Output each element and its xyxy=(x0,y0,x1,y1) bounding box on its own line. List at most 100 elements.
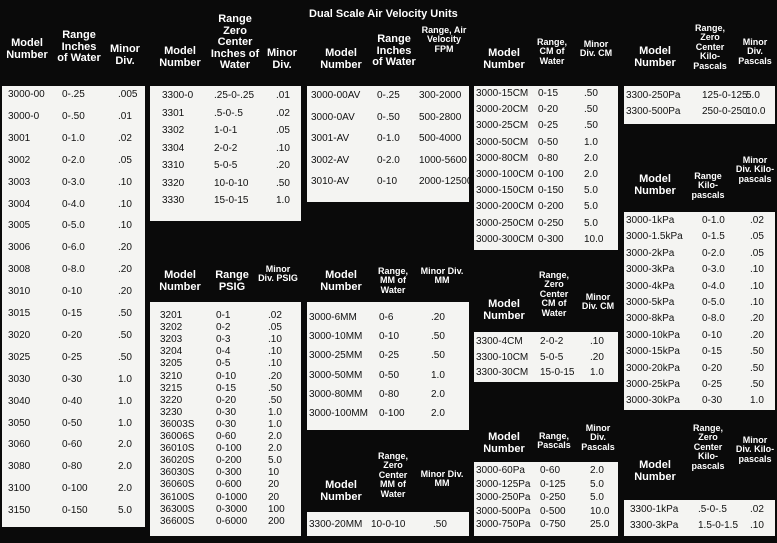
table-cell: 3000-1kPa xyxy=(626,215,675,226)
table-cell: 0-5.0 xyxy=(702,297,725,308)
table-cell: .10 xyxy=(268,358,282,370)
table-cell: 5.0 xyxy=(584,201,598,213)
table-cell: 3000-50MM xyxy=(309,369,363,381)
table-cell: .02 xyxy=(118,132,132,144)
table-cell: 3300-0 xyxy=(162,90,194,101)
table-cell: .5-0-.5 xyxy=(214,107,243,119)
table-cell: 0-300 xyxy=(216,467,242,479)
table-cell: .05 xyxy=(750,247,764,259)
table-header: Model Number Range, Zero Center Kilo-pas… xyxy=(622,414,777,498)
table-cell: .10 xyxy=(750,520,764,531)
column-header: Model Number xyxy=(634,173,676,197)
table-cell: 3025 xyxy=(8,351,31,363)
table-cell: 0-125 xyxy=(540,478,566,490)
column-header: Minor Div. MM xyxy=(420,469,464,489)
table-cell: 0-10 xyxy=(377,176,398,187)
table-cell: 0-1.0 xyxy=(62,132,85,144)
table-cell: 3000-250CM xyxy=(476,217,534,229)
table-cell: 2.0 xyxy=(268,431,282,442)
table-cell: 0-15 xyxy=(216,382,237,394)
table-cell: 0-25 xyxy=(702,379,723,390)
table-cell: 1.0 xyxy=(118,417,132,429)
table-cell: .50 xyxy=(118,351,132,363)
table-cell: 3005 xyxy=(8,220,31,232)
table-cell: 0-150 xyxy=(62,505,88,517)
column-header: Minor Div. CM xyxy=(579,39,613,59)
table-cell: 0-3.0 xyxy=(702,264,725,276)
table-cell: 0-100 xyxy=(62,483,88,495)
table-cell: .50 xyxy=(118,329,132,341)
table-cell: 3000-250Pa xyxy=(476,492,531,504)
table-cell: .01 xyxy=(118,110,132,122)
table-cell: .5-0-.5 xyxy=(698,504,727,515)
table-cell: 0-6 xyxy=(379,312,394,323)
table-cell: 0-30 xyxy=(216,406,237,418)
table-cell: 0-40 xyxy=(62,395,83,407)
table-cell: 1.0 xyxy=(431,369,445,381)
table-cell: 0-250 xyxy=(538,217,564,229)
table-cell: 5.0 xyxy=(584,217,598,229)
table-cell: 0-500 xyxy=(540,505,566,517)
column-header: Range, Zero Center Kilo-pascals xyxy=(691,423,725,471)
table-cell: 0-.25 xyxy=(377,90,400,101)
table-cell: 10-0-10 xyxy=(214,177,249,189)
table-cell: 0-50 xyxy=(538,136,559,148)
table-cell: .10 xyxy=(268,346,282,358)
table-cell: .10 xyxy=(118,198,132,210)
table-cell: 3004 xyxy=(8,198,31,210)
table-cell: 3000-125Pa xyxy=(476,478,531,490)
table-cell: 0-5 xyxy=(216,358,231,370)
table-cell: 1.0 xyxy=(268,418,282,430)
table-cell: 15-0-15 xyxy=(214,195,249,206)
table-cell: .50 xyxy=(276,177,290,189)
table-cell: 3000-500Pa xyxy=(476,505,531,517)
table-cell: 36003S xyxy=(160,418,195,430)
table-cell: 3300-250Pa xyxy=(626,90,681,101)
table-header: Model Number Range PSIG Minor Div. PSIG xyxy=(148,225,302,300)
column-header: Range, CM of Water xyxy=(536,37,567,66)
column-header: Model Number xyxy=(483,47,525,71)
table-cell: 2.0 xyxy=(584,152,598,164)
column-header: Minor Div. Kilo-pascals xyxy=(735,435,775,464)
table-cell: 100 xyxy=(268,503,285,515)
table-cell: 3000-25kPa xyxy=(626,379,680,390)
column-header: Minor Div. xyxy=(267,47,297,71)
table-cell: 5-0-5 xyxy=(540,351,564,363)
column-header: Model Number xyxy=(483,298,525,322)
column-header: Range Kilo-pascals xyxy=(691,171,725,200)
table-cell: 0-15 xyxy=(702,346,723,358)
table-cell: 0-1.5 xyxy=(702,231,725,243)
table-cell: 0-30 xyxy=(216,418,237,430)
table-cell: 0-15 xyxy=(538,88,559,99)
table-cell: .20 xyxy=(118,286,132,298)
table-cell: 3203 xyxy=(160,334,183,346)
table-header: Model Number Range, CM of Water Minor Di… xyxy=(472,0,620,84)
table-cell: 0-60 xyxy=(216,431,237,442)
table-cell: 0-4.0 xyxy=(702,280,725,292)
column-header: Minor Div. MM xyxy=(420,266,464,286)
table-cell: 3000-100MM xyxy=(309,408,368,419)
table-cell: 5.0 xyxy=(590,492,604,504)
table-cell: 36100S xyxy=(160,491,195,503)
table-cell: 3000-6MM xyxy=(309,312,357,323)
table-header: Model Number Range, Zero Center MM of Wa… xyxy=(305,434,470,510)
table-cell: 125-0-125 xyxy=(702,90,748,101)
table-cell: 2.0 xyxy=(431,388,445,400)
table-cell: .10 xyxy=(276,142,290,154)
table-cell: 36060S xyxy=(160,479,195,491)
table-cell: 3000-4kPa xyxy=(626,280,675,292)
table-cell: 3230 xyxy=(160,406,183,418)
table-cell: 3000-8kPa xyxy=(626,313,675,325)
table-cell: 1.0 xyxy=(118,395,132,407)
table-cell: 3000-15CM xyxy=(476,88,529,99)
table-cell: 0-3 xyxy=(216,334,231,346)
table-cell: 3205 xyxy=(160,358,183,370)
table-cell: 2.0 xyxy=(118,483,132,495)
table-cell: 3300-20MM xyxy=(309,519,363,530)
